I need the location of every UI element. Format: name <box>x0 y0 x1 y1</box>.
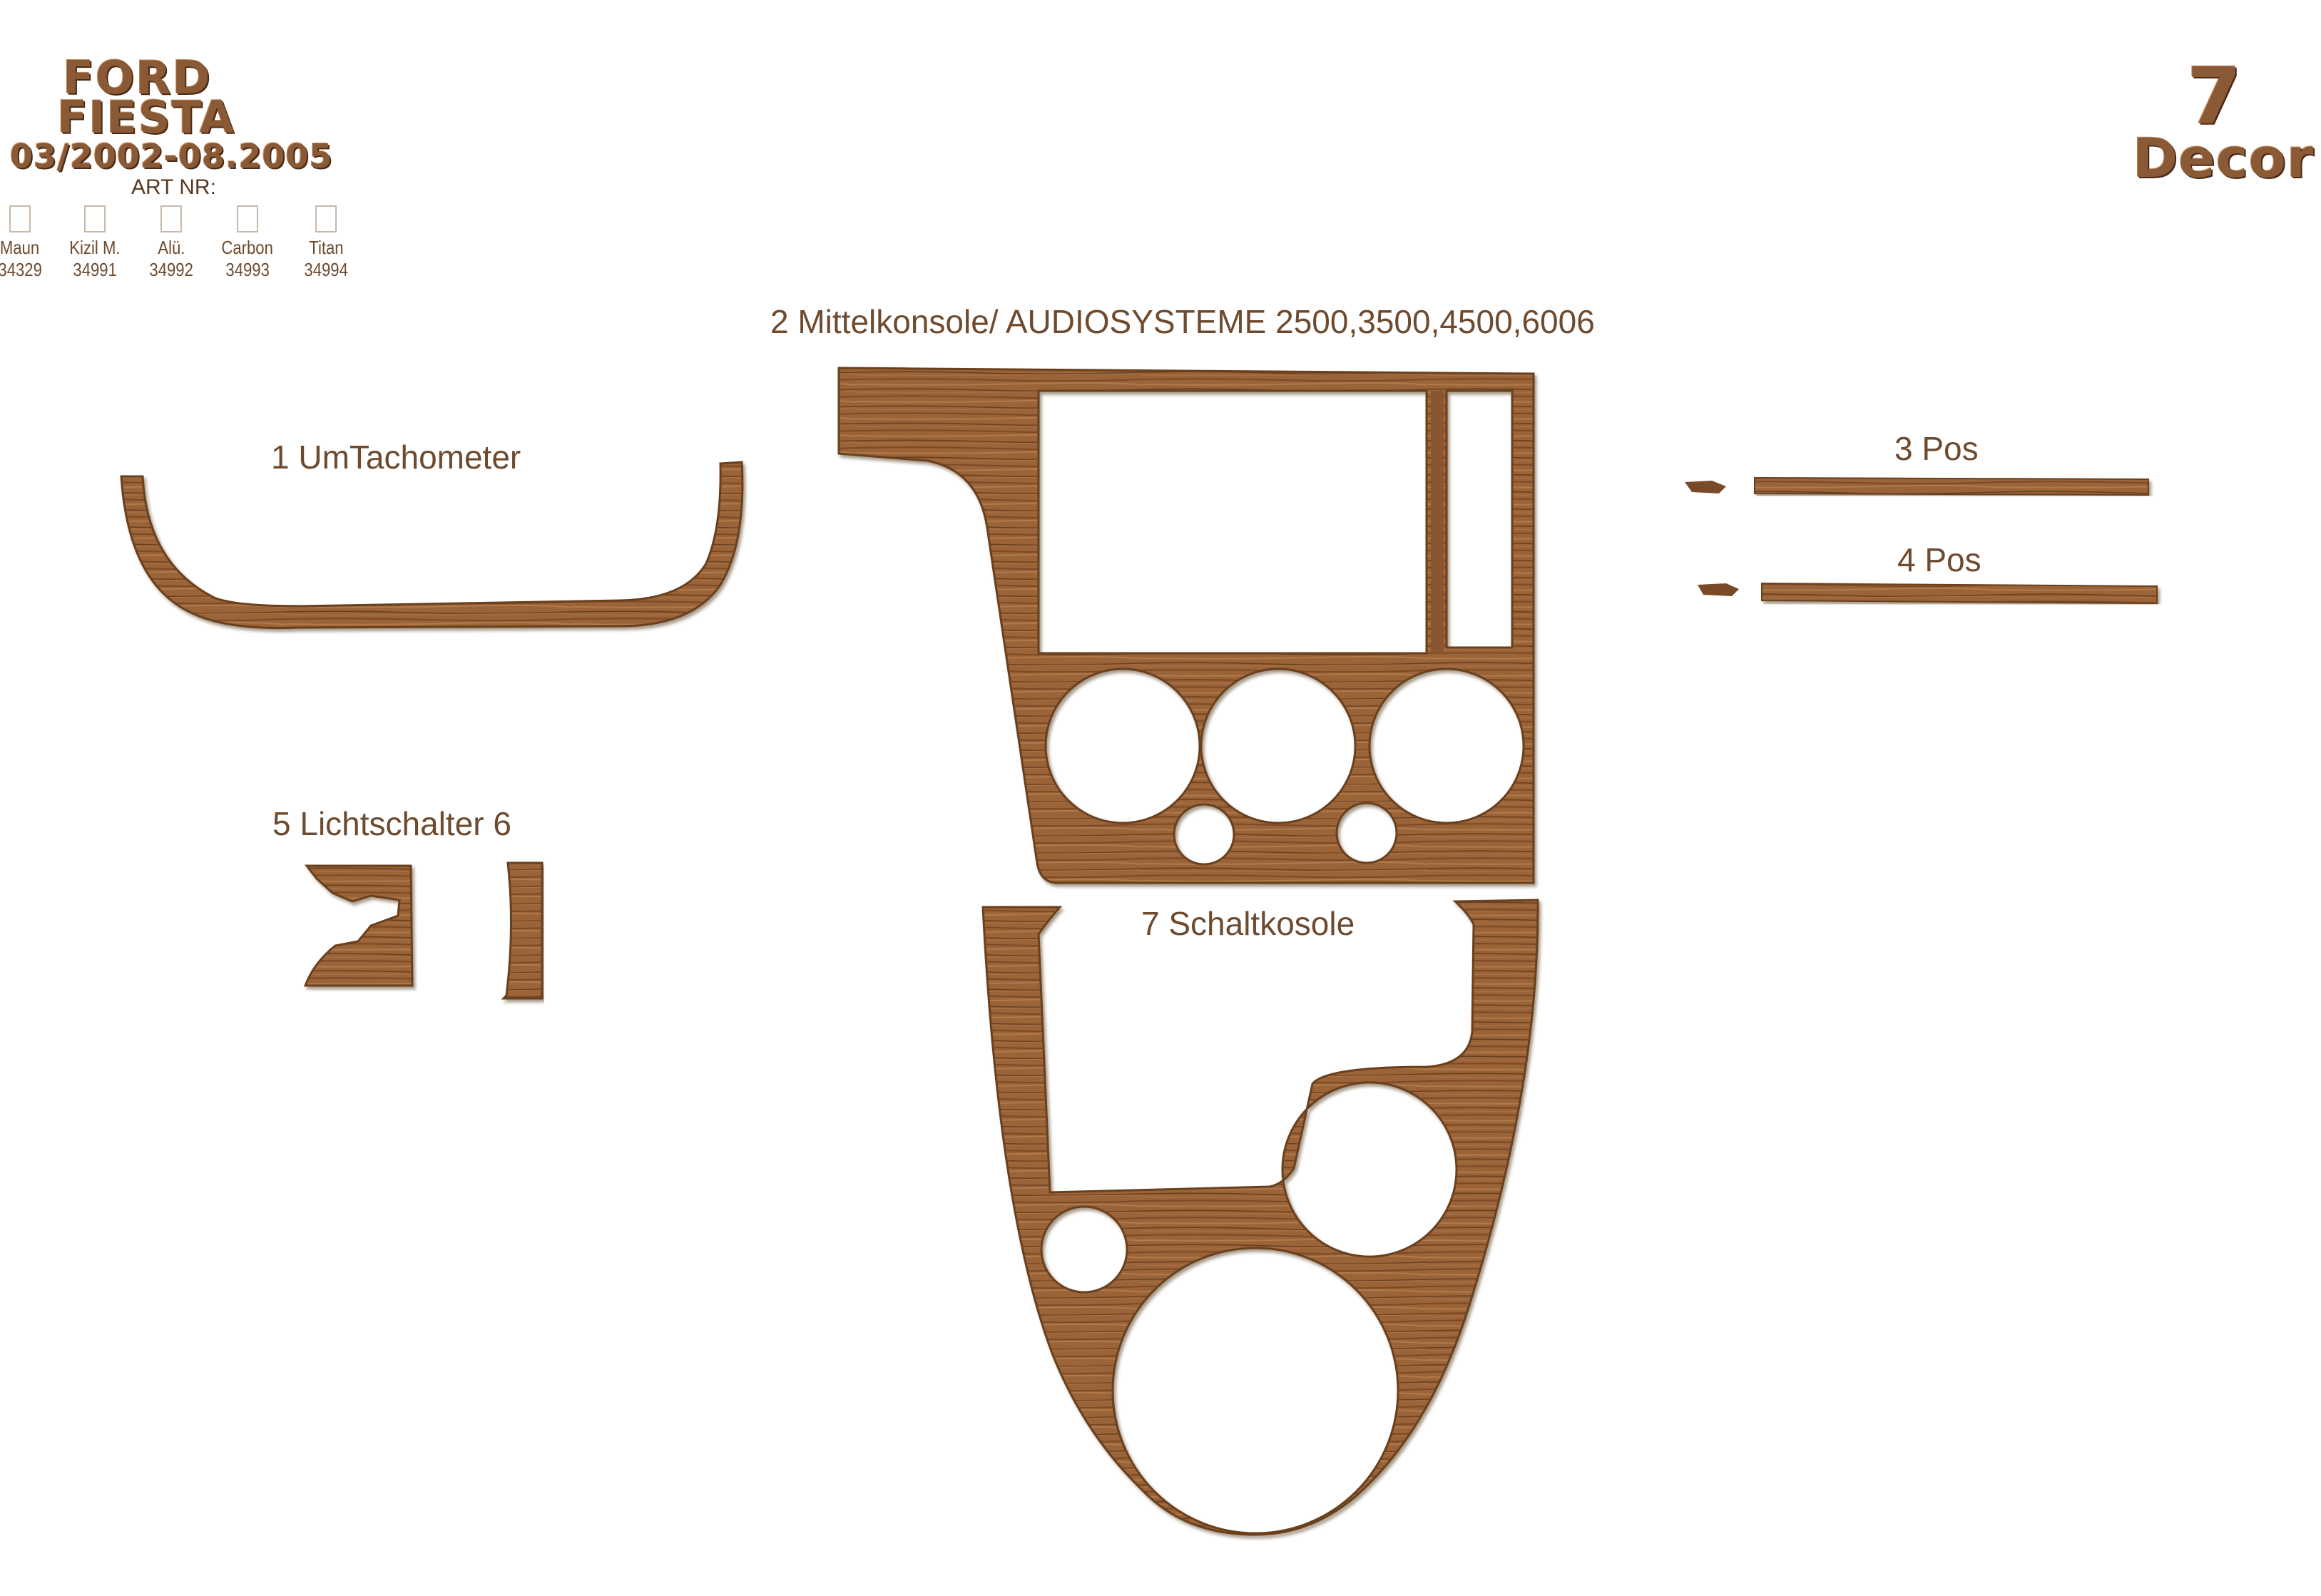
console-divider <box>1431 391 1444 653</box>
part-6-vertical-trim[interactable] <box>501 861 544 1000</box>
part-1-label: 1 UmTachometer <box>271 439 521 476</box>
part-3-label: 3 Pos <box>1894 430 1979 467</box>
part-4-strip[interactable] <box>1761 582 2158 605</box>
option-name: Alü. <box>157 237 185 258</box>
part-7-label: 7 Schaltkosole <box>1141 905 1355 942</box>
part-7-shift-console[interactable] <box>981 899 1539 1536</box>
option-name: Carbon <box>221 237 274 258</box>
part-5-6-label: 5 Lichtschalter 6 <box>272 805 511 842</box>
option-code: 34994 <box>304 259 348 280</box>
option-checkbox[interactable] <box>237 205 258 232</box>
part-3-clip[interactable] <box>1685 481 1726 493</box>
option-name: Kizil M. <box>69 237 121 258</box>
part-2-label: 2 Mittelkonsole/ AUDIOSYSTEME 2500,3500,… <box>770 303 1595 340</box>
option-code: 34329 <box>0 259 42 280</box>
piece-count: 7 <box>2187 51 2243 142</box>
option-alu[interactable]: Alü. 34992 <box>134 205 208 281</box>
option-code: 34993 <box>225 259 270 280</box>
part-4-clip[interactable] <box>1698 583 1739 596</box>
option-titan[interactable]: Titan 34994 <box>287 205 365 281</box>
option-code: 34992 <box>149 259 193 280</box>
part-1-tachometer-trim[interactable] <box>120 461 744 630</box>
option-maun[interactable]: Maun 34329 <box>0 205 56 281</box>
decor-label: Decor <box>2133 126 2315 190</box>
part-4-label: 4 Pos <box>1897 541 1981 578</box>
material-options: Maun 34329 Kizil M. 34991 Alü. 34992 Car… <box>0 205 365 281</box>
part-5-light-switch-trim[interactable] <box>303 864 414 987</box>
art-nr-label: ART NR: <box>131 175 216 199</box>
part-2-center-console[interactable] <box>837 367 1535 884</box>
model-title: FIESTA <box>57 91 235 143</box>
option-checkbox[interactable] <box>315 205 337 232</box>
years-title: 03/2002-08.2005 <box>10 137 333 175</box>
option-checkbox[interactable] <box>84 205 106 232</box>
option-checkbox[interactable] <box>160 205 182 232</box>
option-code: 34991 <box>73 259 117 280</box>
option-name: Titan <box>308 237 344 258</box>
option-kizil[interactable]: Kizil M. 34991 <box>56 205 134 281</box>
option-carbon[interactable]: Carbon 34993 <box>208 205 287 281</box>
part-3-strip[interactable] <box>1754 476 2149 496</box>
brand-title: FORD <box>63 52 212 105</box>
option-name: Maun <box>0 237 40 258</box>
option-checkbox[interactable] <box>9 205 31 232</box>
